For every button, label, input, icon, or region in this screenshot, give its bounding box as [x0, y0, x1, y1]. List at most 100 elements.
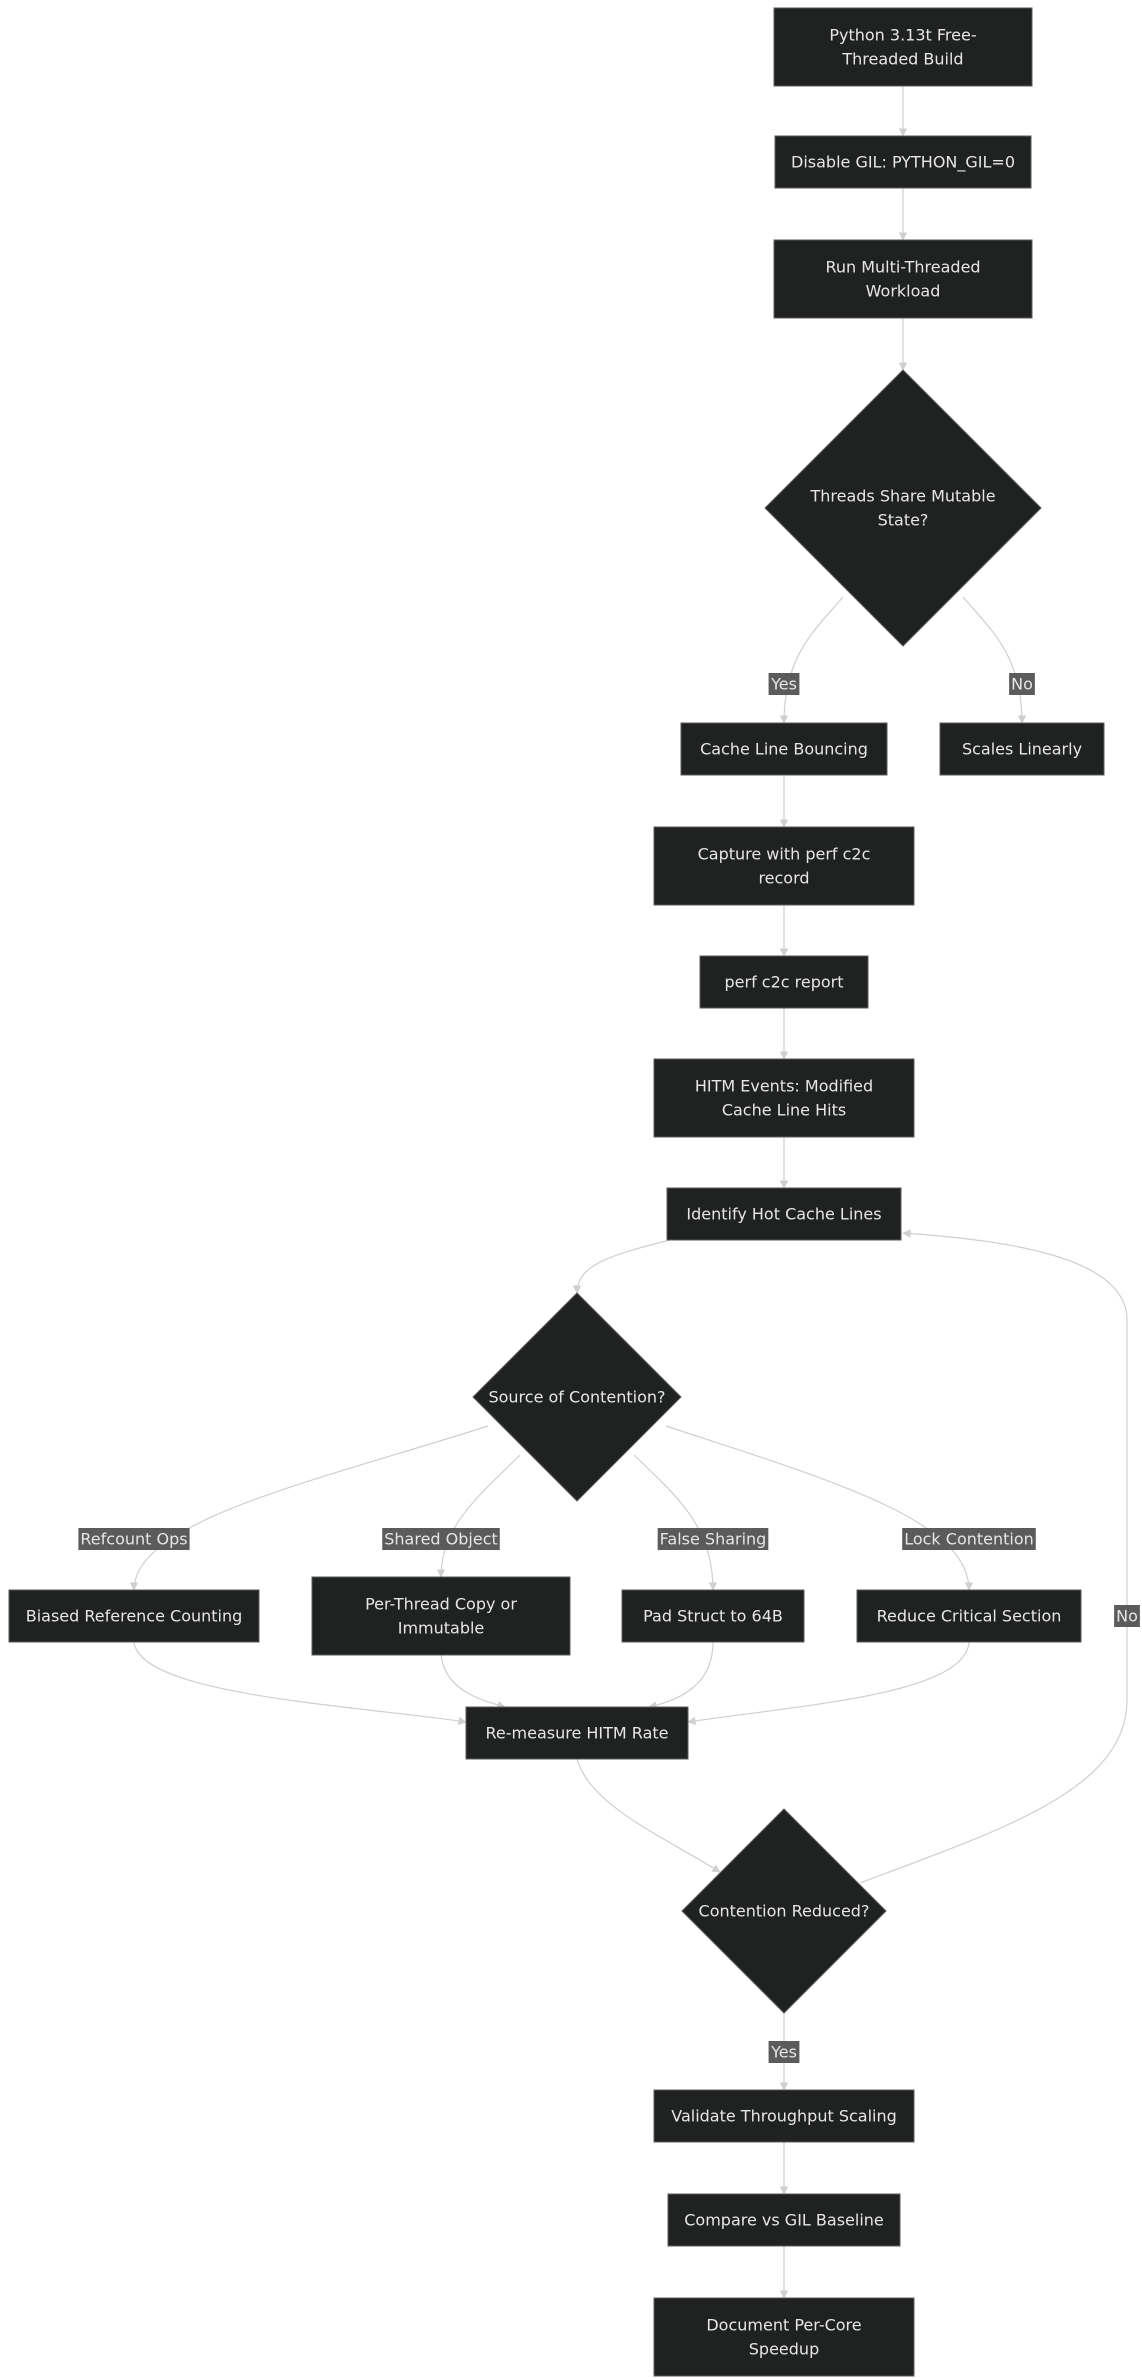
node-label: Per-Thread Copy or	[365, 1595, 517, 1614]
node-label: Pad Struct to 64B	[643, 1607, 783, 1626]
node-label: Source of Contention?	[488, 1388, 665, 1407]
edge-n4-to-n5	[779, 596, 844, 724]
process-node-n16: Re-measure HITM Rate	[465, 1706, 689, 1760]
edge-label-text: Yes	[770, 675, 797, 694]
decision-diamond	[764, 369, 1042, 647]
process-node-n19: Compare vs GIL Baseline	[667, 2193, 901, 2247]
process-node-n18: Validate Throughput Scaling	[653, 2089, 915, 2143]
node-label: Workload	[866, 282, 941, 301]
process-box	[621, 1589, 805, 1643]
node-label: Cache Line Bouncing	[700, 740, 868, 759]
process-box	[666, 1187, 902, 1241]
node-label: Document Per-Core	[706, 2316, 861, 2335]
process-node-n8: perf c2c report	[699, 955, 869, 1009]
process-node-n2: Disable GIL: PYTHON_GIL=0	[774, 135, 1032, 189]
process-box	[465, 1706, 689, 1760]
node-label: Threads Share Mutable	[809, 487, 995, 506]
node-label: Biased Reference Counting	[26, 1607, 243, 1626]
node-label: Run Multi-Threaded	[825, 258, 980, 277]
node-label: Scales Linearly	[962, 740, 1082, 759]
node-label: record	[758, 869, 809, 888]
edge-n12-to-n16	[133, 1641, 467, 1726]
edge-label-n11-to-n13: Shared Object	[382, 1528, 500, 1550]
process-node-n14: Pad Struct to 64B	[621, 1589, 805, 1643]
process-box	[939, 722, 1105, 776]
process-box	[311, 1576, 571, 1656]
process-box	[856, 1589, 1082, 1643]
edge-label-background	[902, 1528, 1036, 1550]
edge-label-text: No	[1116, 1607, 1138, 1626]
process-node-n6: Scales Linearly	[939, 722, 1105, 776]
decision-diamond	[472, 1292, 682, 1502]
node-label: Threaded Build	[841, 50, 963, 69]
decision-node-n11: Source of Contention?	[472, 1292, 682, 1502]
edge-n11-to-n12	[129, 1425, 489, 1591]
edge-label-text: Refcount Ops	[80, 1530, 187, 1549]
process-box	[680, 722, 888, 776]
process-box	[774, 135, 1032, 189]
edge-label-text: Shared Object	[384, 1530, 498, 1549]
edge-label-background	[1009, 673, 1035, 695]
process-node-n12: Biased Reference Counting	[8, 1589, 260, 1643]
node-label: HITM Events: Modified	[695, 1077, 873, 1096]
edge-layer	[129, 86, 1128, 2299]
node-label: State?	[878, 511, 929, 530]
node-label: Validate Throughput Scaling	[671, 2107, 897, 2126]
node-label: Compare vs GIL Baseline	[684, 2211, 884, 2230]
edge-n15-to-n16	[687, 1641, 970, 1726]
edge-label-n11-to-n15: Lock Contention	[902, 1528, 1036, 1550]
edge-label-text: Lock Contention	[904, 1530, 1034, 1549]
process-box	[699, 955, 869, 1009]
edge-label-background	[1114, 1605, 1140, 1627]
edge-label-n11-to-n14: False Sharing	[657, 1528, 769, 1550]
edge-n11-to-n13	[436, 1454, 521, 1578]
decision-node-n17: Contention Reduced?	[681, 1808, 887, 2014]
edge-n11-to-n14	[633, 1454, 718, 1591]
edge-n17-to-n10	[859, 1229, 1128, 1884]
process-node-n7: Capture with perf c2c record	[653, 826, 915, 906]
edge-label-n4-to-n6: No	[1009, 673, 1035, 695]
process-box	[653, 1058, 915, 1138]
process-box	[773, 239, 1033, 319]
process-box	[667, 2193, 901, 2247]
edge-label-n11-to-n12: Refcount Ops	[78, 1528, 190, 1550]
node-layer: Python 3.13t Free- Threaded BuildDisable …	[8, 7, 1105, 2377]
edge-label-background	[78, 1528, 190, 1550]
node-label: Contention Reduced?	[699, 1902, 870, 1921]
edge-n10-to-n11	[572, 1239, 671, 1294]
process-box	[8, 1589, 260, 1643]
edge-n13-to-n16	[440, 1654, 506, 1710]
edge-label-background	[382, 1528, 500, 1550]
edge-label-n17-to-n18: Yes	[768, 2041, 800, 2063]
edge-label-text: False Sharing	[660, 1530, 767, 1549]
edge-n4-to-n6	[962, 596, 1027, 724]
edge-label-text: Yes	[770, 2043, 797, 2062]
node-label: Cache Line Hits	[722, 1101, 846, 1120]
process-box	[653, 826, 915, 906]
node-label: Re-measure HITM Rate	[486, 1724, 669, 1743]
process-node-n1: Python 3.13t Free- Threaded Build	[773, 7, 1033, 87]
process-box	[653, 2297, 915, 2377]
edge-label-n17-to-n10: No	[1114, 1605, 1140, 1627]
node-label: Capture with perf c2c	[698, 845, 871, 864]
edge-n14-to-n16	[648, 1641, 714, 1710]
node-label: Speedup	[749, 2340, 819, 2359]
node-label: Disable GIL: PYTHON_GIL=0	[791, 153, 1015, 173]
edge-label-background	[768, 673, 800, 695]
edge-label-background	[768, 2041, 800, 2063]
edge-label-n4-to-n5: Yes	[768, 673, 800, 695]
node-label: Python 3.13t Free-	[829, 26, 976, 45]
node-label: Immutable	[398, 1619, 485, 1638]
process-box	[653, 2089, 915, 2143]
edge-n11-to-n15	[665, 1425, 974, 1591]
edge-label-background	[657, 1528, 769, 1550]
process-node-n10: Identify Hot Cache Lines	[666, 1187, 902, 1241]
node-label: perf c2c report	[724, 973, 843, 992]
edge-label-text: No	[1011, 675, 1033, 694]
node-label: Reduce Critical Section	[877, 1607, 1062, 1626]
